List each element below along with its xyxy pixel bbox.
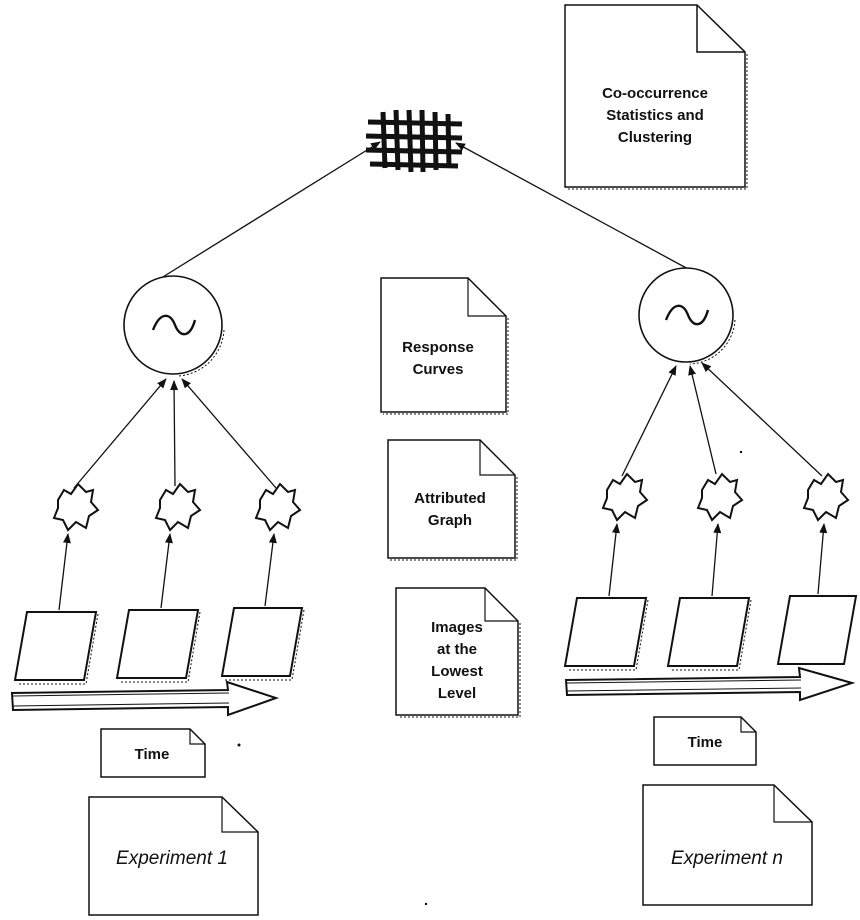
co-occurrence-line-2: Statistics and <box>606 107 704 124</box>
time-arrow-icon <box>10 680 280 717</box>
image-frame-icon <box>776 595 858 665</box>
experiment-note-last: Experiment n <box>642 784 813 906</box>
time-note-right: Time <box>653 716 757 766</box>
co-occurrence-line-3: Clustering <box>618 129 692 146</box>
image-frame-icon <box>563 597 649 671</box>
attributed-graph-blob-icon <box>802 472 850 522</box>
wave-to-matrix-arrows <box>157 141 691 281</box>
time-label-left: Time <box>135 746 170 763</box>
time-arrow-icon <box>564 666 856 702</box>
grid-matrix-icon <box>365 109 463 173</box>
experiment-1-label: Experiment 1 <box>116 848 228 869</box>
image-frame-icon <box>220 607 305 681</box>
image-frame-icon <box>666 597 752 671</box>
arrow-right-to-matrix <box>455 142 691 271</box>
attributed-graph-note: Attributed Graph <box>387 439 518 561</box>
images-line-1: Images <box>431 619 483 636</box>
sine-wave-icon <box>123 275 225 377</box>
scan-specks <box>237 450 743 906</box>
co-occurrence-line-1: Co-occurrence <box>602 85 708 102</box>
images-lowest-level-note: Images at the Lowest Level <box>395 587 521 718</box>
attributed-graph-blob-icon <box>696 472 744 522</box>
experiment-note-first: Experiment 1 <box>88 796 259 916</box>
co-occurrence-note: Co-occurrence Statistics and Clustering <box>564 4 748 190</box>
time-label-right: Time <box>688 734 723 751</box>
image-frame-icon <box>13 611 99 685</box>
blob-to-wave-arrows-right <box>621 362 823 477</box>
sine-wave-icon <box>638 267 736 365</box>
images-line-3: Lowest <box>431 663 483 680</box>
attributed-graph-blob-icon <box>52 482 100 532</box>
response-curves-line-1: Response <box>402 339 474 356</box>
attributed-graph-blob-icon <box>254 482 302 532</box>
blob-to-wave-arrows-left <box>73 378 277 489</box>
experiment-n-label: Experiment n <box>671 848 783 869</box>
attributed-graph-blob-icon <box>601 472 649 522</box>
arrow-left-to-matrix <box>157 141 381 281</box>
attributed-graph-blob-icon <box>154 482 202 532</box>
images-line-4: Level <box>438 685 476 702</box>
image-frame-icon <box>115 609 201 683</box>
response-curves-line-2: Curves <box>413 361 464 378</box>
time-note-left: Time <box>100 728 206 778</box>
attributed-graph-line-2: Graph <box>428 512 472 529</box>
response-curves-note: Response Curves <box>380 277 509 415</box>
attributed-graph-line-1: Attributed <box>414 490 486 507</box>
images-line-2: at the <box>437 641 477 658</box>
frame-to-blob-arrows <box>58 523 828 611</box>
